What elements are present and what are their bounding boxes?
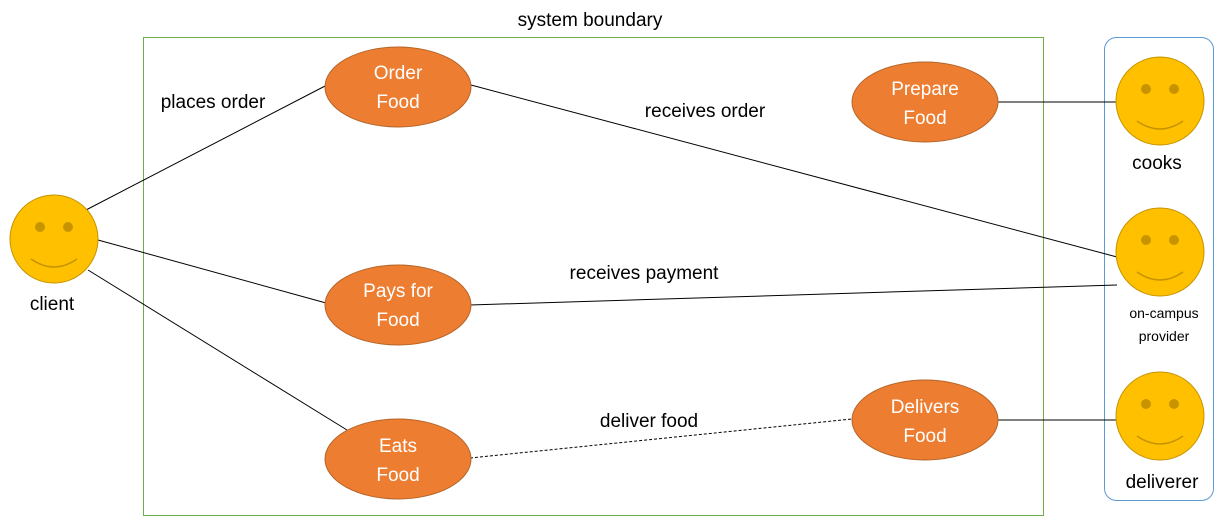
actor-deliverer-label: deliverer [1126, 472, 1200, 493]
use-case-eats-food-line2: Food [376, 465, 419, 486]
use-case-pays-for-food-line2: Food [376, 310, 419, 331]
label-receives-order: receives order [645, 101, 766, 122]
use-case-order-food-line2: Food [376, 92, 419, 113]
use-case-eats-food-line1: Eats [379, 436, 417, 457]
use-case-eats-food: Eats Food [324, 418, 472, 500]
actor-provider-label-line1: on-campus [1129, 305, 1198, 321]
smiley-face-icon [1115, 56, 1205, 146]
use-case-order-food-line1: Order [374, 63, 423, 84]
system-boundary-rect [143, 37, 1044, 516]
use-case-order-food: Order Food [324, 46, 472, 128]
link-client-pays [97, 239, 327, 304]
actor-client: client [9, 194, 99, 315]
actor-deliverer: deliverer [1115, 371, 1205, 493]
actor-provider-label-line2: provider [1139, 328, 1190, 344]
label-deliver-food: deliver food [600, 411, 698, 432]
use-case-prepare-food-line1: Prepare [891, 79, 959, 100]
label-receives-payment: receives payment [570, 263, 720, 284]
use-case-prepare-food-line2: Food [903, 108, 946, 129]
smiley-face-icon [1115, 371, 1205, 461]
label-places-order: places order [161, 92, 266, 113]
actor-on-campus-provider: on-campus provider [1115, 207, 1205, 344]
link-client-eats [87, 269, 348, 431]
link-client-order [85, 84, 328, 211]
system-boundary-label: system boundary [518, 10, 663, 31]
use-case-pays-for-food-line1: Pays for [363, 281, 433, 302]
use-case-delivers-food-line2: Food [903, 426, 946, 447]
link-order-provider [470, 84, 1118, 258]
use-case-pays-for-food: Pays for Food [324, 264, 472, 346]
use-case-delivers-food: Delivers Food [851, 379, 999, 461]
actor-client-label: client [30, 294, 75, 315]
smiley-face-icon [9, 194, 99, 284]
actor-cooks: cooks [1115, 56, 1205, 174]
use-case-prepare-food: Prepare Food [851, 61, 999, 143]
link-pays-provider [469, 284, 1118, 306]
use-case-delivers-food-line1: Delivers [891, 397, 960, 418]
actor-group-box [1104, 37, 1214, 501]
smiley-face-icon [1115, 207, 1205, 297]
link-eats-delivers-dashed [469, 418, 853, 459]
actor-cooks-label: cooks [1132, 153, 1182, 174]
